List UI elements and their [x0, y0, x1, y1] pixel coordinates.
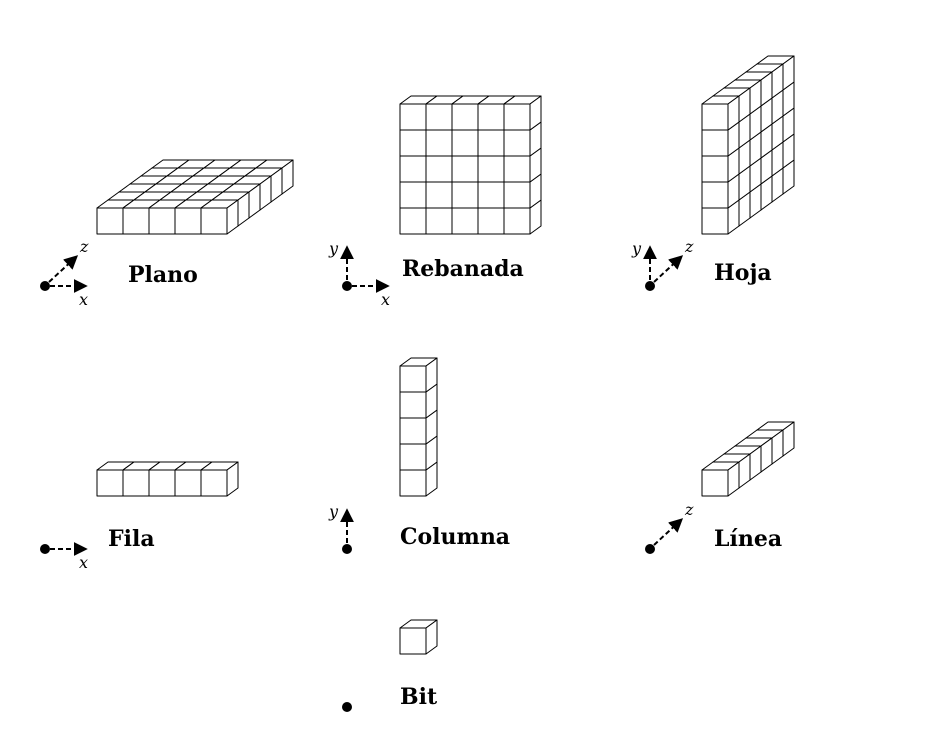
rebanada-cube-front — [503, 129, 531, 157]
rebanada-cube-front — [451, 155, 479, 183]
plano-cube-front — [200, 207, 228, 235]
rebanada-axes: yx — [328, 239, 390, 309]
hoja-z-axis-label: z — [684, 237, 694, 256]
linea-z-axis-label: z — [684, 500, 694, 519]
fila-x-axis-label: x — [79, 553, 88, 572]
panel-bit: Bit — [342, 619, 438, 712]
rebanada-cube-front — [451, 129, 479, 157]
rebanada-cube-front — [451, 207, 479, 235]
columna-cube-grid — [399, 357, 438, 497]
bit-axes — [342, 702, 352, 712]
panel-rebanada: yx Rebanada — [328, 95, 542, 309]
fila-label: Fila — [108, 526, 155, 552]
rebanada-label: Rebanada — [402, 256, 524, 282]
hoja-cube-front — [701, 181, 729, 209]
plano-label: Plano — [128, 262, 198, 288]
columna-cube-front — [399, 391, 427, 419]
rebanada-cube-front — [425, 181, 453, 209]
linea-cube-grid — [701, 421, 795, 497]
plano-z-axis-arrow — [48, 255, 79, 283]
columna-label: Columna — [400, 524, 510, 550]
plano-axes: xz — [40, 237, 89, 309]
plano-cube-front — [174, 207, 202, 235]
fila-cube-front — [96, 469, 124, 497]
bit-cube-front — [399, 627, 427, 655]
linea-cube-front — [701, 469, 729, 497]
rebanada-origin-dot — [342, 281, 352, 291]
rebanada-cube-front — [503, 207, 531, 235]
linea-axes: z — [645, 500, 694, 554]
rebanada-cube-front — [425, 129, 453, 157]
columna-axes: y — [328, 502, 354, 554]
bit-cube-grid — [399, 619, 438, 655]
fila-cube-front — [200, 469, 228, 497]
hoja-z-axis-arrow — [653, 255, 684, 283]
columna-cube-front — [399, 365, 427, 393]
rebanada-cube-front — [503, 181, 531, 209]
linea-label: Línea — [714, 526, 782, 552]
rebanada-cube-front — [425, 155, 453, 183]
hoja-cube-front — [701, 207, 729, 235]
hoja-y-axis-label: y — [631, 239, 642, 258]
rebanada-cube-front — [399, 207, 427, 235]
rebanada-y-axis-label: y — [328, 239, 339, 258]
rebanada-cube-front — [425, 103, 453, 131]
fila-cube-grid — [96, 461, 239, 497]
rebanada-cube-front — [425, 207, 453, 235]
rebanada-cube-front — [451, 103, 479, 131]
rebanada-cube-front — [451, 181, 479, 209]
rebanada-cube-front — [399, 181, 427, 209]
panel-linea: z Línea — [645, 421, 795, 554]
fila-axes: x — [40, 542, 88, 572]
plano-z-axis-label: z — [79, 237, 89, 256]
rebanada-cube-front — [503, 155, 531, 183]
fila-cube-front — [122, 469, 150, 497]
rebanada-cube-front — [477, 103, 505, 131]
panel-plano: xz Plano — [40, 159, 294, 309]
rebanada-cube-grid — [399, 95, 542, 235]
rebanada-cube-front — [399, 155, 427, 183]
bit-label: Bit — [400, 684, 438, 710]
rebanada-cube-front — [399, 129, 427, 157]
hoja-cube-front — [701, 155, 729, 183]
hoja-cube-front — [701, 129, 729, 157]
hoja-origin-dot — [645, 281, 655, 291]
plano-origin-dot — [40, 281, 50, 291]
fila-cube-front — [174, 469, 202, 497]
hoja-cube-grid — [701, 55, 795, 235]
linea-z-axis-arrow — [653, 518, 684, 546]
rebanada-cube-front — [477, 181, 505, 209]
bit-origin-dot — [342, 702, 352, 712]
linea-origin-dot — [645, 544, 655, 554]
hoja-label: Hoja — [714, 260, 772, 286]
rebanada-cube-front — [399, 103, 427, 131]
fila-cube-front — [148, 469, 176, 497]
columna-y-axis-label: y — [328, 502, 339, 521]
hoja-cube-front — [701, 103, 729, 131]
panel-columna: y Columna — [328, 357, 510, 554]
rebanada-cube-front — [477, 129, 505, 157]
columna-cube-front — [399, 443, 427, 471]
rebanada-x-axis-label: x — [381, 290, 390, 309]
columna-origin-dot — [342, 544, 352, 554]
columna-cube-front — [399, 469, 427, 497]
plano-cube-front — [122, 207, 150, 235]
columna-cube-front — [399, 417, 427, 445]
plano-cube-front — [148, 207, 176, 235]
panel-fila: x Fila — [40, 461, 239, 572]
plano-x-axis-label: x — [79, 290, 88, 309]
fila-origin-dot — [40, 544, 50, 554]
plano-cube-grid — [96, 159, 294, 235]
rebanada-cube-front — [477, 207, 505, 235]
rebanada-cube-front — [503, 103, 531, 131]
rebanada-cube-front — [477, 155, 505, 183]
plano-cube-front — [96, 207, 124, 235]
